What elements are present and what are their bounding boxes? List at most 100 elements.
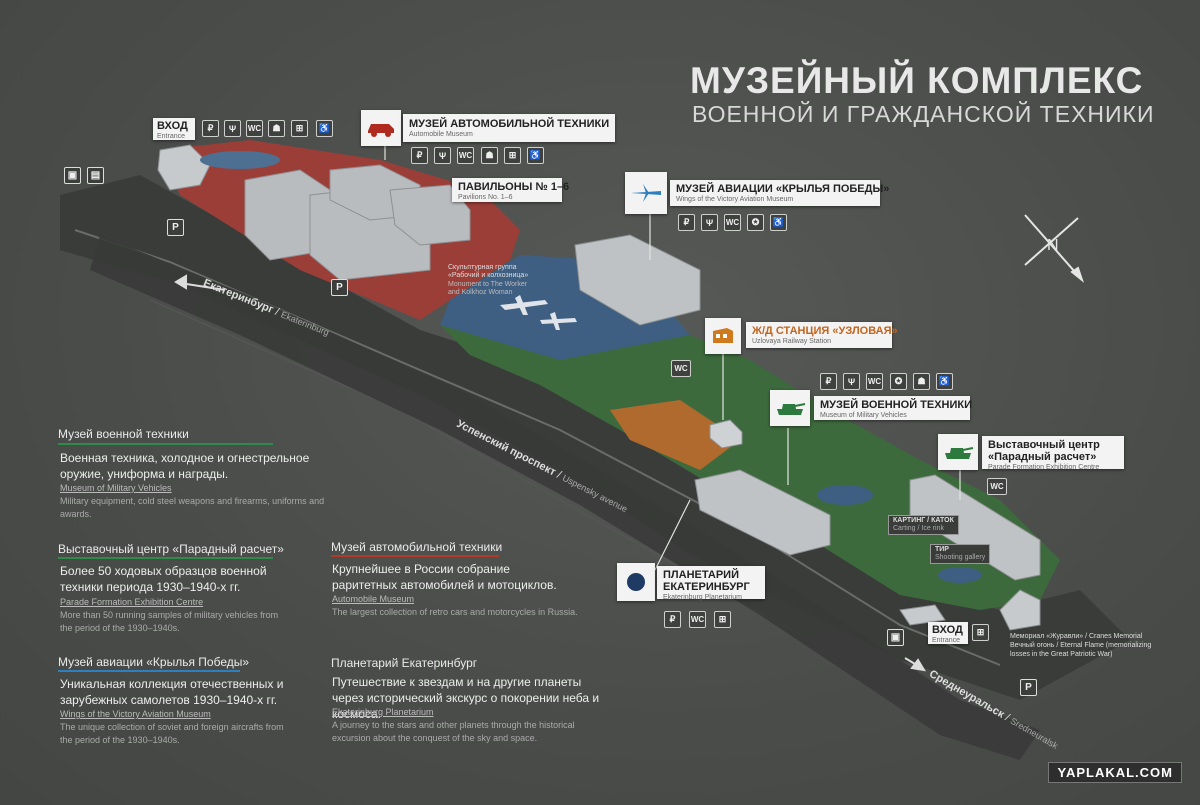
military-museum-label: МУЗЕЙ ВОЕННОЙ ТЕХНИКИ Museum of Military… [814,396,972,420]
railway-icon [705,318,741,354]
souvenir-icon: ☗ [268,120,285,137]
karting-sub: Carting / Ice rink [893,525,944,532]
ticket-icon: ₽ [664,611,681,628]
military-museum-sub: Museum of Military Vehicles [820,412,907,419]
desc-military-title: Музей военной техники [58,427,189,441]
desc-military-en-title: Museum of Military Vehicles [60,483,172,493]
compass-letter: N [1047,237,1059,254]
pavilion-buildings [244,164,471,281]
road-edge [74,229,1001,666]
parking-icon: P [1020,679,1037,696]
railway-sub: Uzlovaya Railway Station [752,338,831,345]
wc-icon: WC [987,478,1007,495]
planetarium-icon [617,563,655,601]
aviation-pad [817,485,873,505]
restaurant-icon: Ψ [434,147,451,164]
auto-museum-sub: Automobile Museum [409,131,473,138]
gift-icon: ⊞ [291,120,308,137]
desc-aviation-title: Музей авиации «Крылья Победы» [58,655,250,669]
wc-icon: WC [689,611,706,628]
military-zone [440,325,1060,610]
entrance-bottom-title: ВХОД [932,624,963,636]
memorial-line-2: Вечный огонь / Eternal Flame (memorializ… [1010,642,1152,649]
game-icon: ✪ [747,214,764,231]
desc-exhibition-en-title: Parade Formation Exhibition Centre [60,597,204,607]
sculpture-line-1: Скульптурная группа [448,264,517,271]
exhibition-label: Выставочный центр «Парадный расчет» Para… [982,436,1124,471]
tank-icon [938,434,978,470]
desc-exhibition-title: Выставочный центр «Парадный расчет» [58,542,284,556]
parking-icon: P [167,219,184,236]
memorial-structures [899,589,1041,631]
wc-icon: WC [246,120,263,137]
exhibition-sub: Parade Formation Exhibition Centre [988,464,1100,471]
auto-museum-label: МУЗЕЙ АВТОМОБИЛЬНОЙ ТЕХНИКИ Automobile M… [403,114,615,142]
souvenir-icon: ☗ [481,147,498,164]
desc-aviation-en-title: Wings of the Victory Aviation Museum [60,709,211,719]
aviation-museum-title: МУЗЕЙ АВИАЦИИ «КРЫЛЬЯ ПОБЕДЫ» [676,183,890,195]
restaurant-icon: Ψ [224,120,241,137]
gift-icon: ⊞ [504,147,521,164]
desc-aviation-text: Уникальная коллекция отечественных и зар… [60,677,284,707]
aviation-museum-sub: Wings of the Victory Aviation Museum [676,196,794,203]
entrance-building [157,144,211,191]
entrance-top-label: ВХОД Entrance [153,118,195,140]
desc-exhibition-en-text: More than 50 running samples of military… [60,610,279,633]
ticket-icon: ₽ [202,120,219,137]
sculpture-line-2: «Рабочий и колхозница» [448,272,529,279]
wc-icon: WC [866,373,883,390]
desc-auto-en-title: Automobile Museum [332,594,415,604]
karting-label: КАРТИНГ / КАТОК Carting / Ice rink [888,515,959,535]
wc-icon: WC [457,147,474,164]
desc-planetarium-en: Ekaterinburg Planetarium A journey to the… [332,706,607,745]
railway-station-building [709,419,743,449]
planetarium-sub: Ekaterinburg Planetarium [663,594,742,601]
map-title: МУЗЕЙНЫЙ КОМПЛЕКС [690,60,1144,101]
bus-icon: ▣ [887,629,904,646]
wc-icon: WC [671,360,691,377]
auto-museum-title: МУЗЕЙ АВТОМОБИЛЬНОЙ ТЕХНИКИ [409,118,610,130]
desc-planetarium-en-text: A journey to the stars and other planets… [332,720,575,743]
desc-auto-title: Музей автомобильной техники [331,540,503,554]
pavilions-label: ПАВИЛЬОНЫ № 1–6 Pavilions No. 1–6 [452,178,570,202]
sculpture-line-3: Monument to The Worker [448,281,528,288]
exhibition-title-1: Выставочный центр [988,439,1100,451]
military-building [694,469,831,556]
callout-lines [384,145,961,571]
bus-icon: ▣ [64,167,81,184]
wc-icon: WC [724,214,741,231]
accessible-icon: ♿ [316,120,333,137]
entrance-title: ВХОД [157,120,188,132]
carting-pad [200,151,280,169]
accessible-icon: ♿ [770,214,787,231]
desc-auto-line [331,555,499,557]
plane-marks [500,295,577,330]
entrance-bottom-sub: Entrance [932,637,961,644]
desc-military-text: Военная техника, холодное и огнестрельно… [60,451,310,481]
ticket-icon: ₽ [820,373,837,390]
desc-planetarium-en-title: Ekaterinburg Planetarium [332,707,434,717]
game-icon: ✪ [890,373,907,390]
gift-icon: ⊞ [714,611,731,628]
outer-road [90,235,1040,760]
entrance-bottom-label: ВХОД Entrance [928,622,968,644]
planetarium-title-2: ЕКАТЕРИНБУРГ [663,581,750,593]
desc-planetarium-text: Путешествие к звездам и на другие планет… [332,675,600,721]
shooting-pad [938,567,982,583]
memorial-line-3: losses in the Great Patriotic War) [1010,651,1113,658]
ticket-icon: ₽ [411,147,428,164]
compass [1024,214,1085,283]
shooting-title: ТИР [935,546,949,553]
plane-icon [625,172,667,214]
desc-aviation-en-text: The unique collection of soviet and fore… [60,722,284,745]
desc-aviation-line [58,670,240,672]
accessible-icon: ♿ [527,147,544,164]
desc-auto-en-text: The largest collection of retro cars and… [332,607,578,617]
aviation-building [574,234,701,326]
pavilions-title: ПАВИЛЬОНЫ № 1–6 [458,181,570,193]
watermark: YAPLAKAL.COM [1048,762,1182,783]
accessible-icon: ♿ [936,373,953,390]
